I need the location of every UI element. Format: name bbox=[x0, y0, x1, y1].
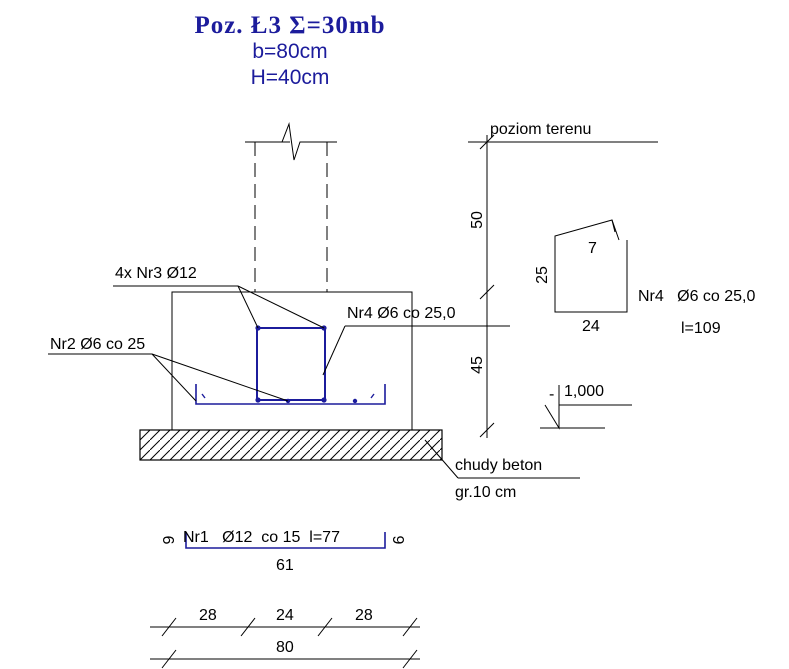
label-rebar-nr3: 4x Nr3 Ø12 bbox=[115, 265, 197, 282]
title-width: b=80cm bbox=[252, 40, 327, 63]
reinforcement bbox=[195, 327, 386, 405]
column-break-symbol bbox=[262, 122, 320, 161]
title-position: Poz. Ł3 Σ=30mb bbox=[194, 12, 385, 39]
dim-middle-24: 24 bbox=[276, 607, 294, 624]
bottom-bar-nr1-hook-right bbox=[370, 393, 375, 399]
level-value: 1,000 bbox=[564, 383, 604, 400]
leaders bbox=[48, 141, 658, 479]
level-mark bbox=[540, 385, 632, 430]
title-block: Poz. Ł3 Σ=30mb b=80cm H=40cm bbox=[194, 12, 385, 89]
bar-nr1-hook-left: 9 bbox=[161, 535, 178, 544]
label-rebar-nr2: Nr2 Ø6 co 25 bbox=[50, 336, 145, 353]
bar-nr1-length: 61 bbox=[276, 557, 294, 574]
dim-right-28: 28 bbox=[355, 607, 373, 624]
dim-left-28: 28 bbox=[199, 607, 217, 624]
dim-bottom-45: 45 bbox=[469, 356, 486, 374]
lean-concrete-layer bbox=[139, 429, 443, 461]
rebar-nr3-bottom-right bbox=[321, 397, 327, 403]
bottom-bar-nr1 bbox=[195, 384, 386, 405]
bar-nr1-label: Nr1 Ø12 co 15 l=77 bbox=[183, 529, 340, 546]
stirrup-detail bbox=[554, 219, 628, 313]
label-lean-concrete-thickness: gr.10 cm bbox=[455, 484, 516, 501]
bottom-dimensions bbox=[150, 617, 420, 669]
stirrup-width: 24 bbox=[582, 318, 600, 335]
stirrup-height: 25 bbox=[534, 266, 551, 284]
stirrup-nr4 bbox=[256, 327, 326, 401]
stirrup-length: l=109 bbox=[681, 320, 721, 337]
stirrup-label: Nr4 Ø6 co 25,0 bbox=[638, 288, 755, 305]
label-lean-concrete: chudy beton bbox=[455, 457, 542, 474]
label-ground-level: poziom terenu bbox=[490, 121, 591, 138]
bottom-bar-nr1-hook-left bbox=[201, 393, 206, 399]
bar-nr1-hook-right: 9 bbox=[389, 536, 406, 545]
stirrup-hook: 7 bbox=[588, 240, 597, 257]
dim-top-50: 50 bbox=[469, 211, 486, 229]
rebar-dots bbox=[255, 325, 358, 404]
rebar-nr3-bottom-left bbox=[255, 397, 261, 403]
column bbox=[245, 122, 337, 292]
vertical-dimension bbox=[479, 134, 495, 438]
level-sign: - bbox=[549, 386, 554, 403]
rebar-nr2-dot-b bbox=[352, 398, 358, 404]
label-rebar-nr4: Nr4 Ø6 co 25,0 bbox=[347, 305, 456, 322]
title-height: H=40cm bbox=[251, 66, 330, 89]
dim-total-80: 80 bbox=[276, 639, 294, 656]
bar-nr1-detail bbox=[185, 532, 386, 549]
